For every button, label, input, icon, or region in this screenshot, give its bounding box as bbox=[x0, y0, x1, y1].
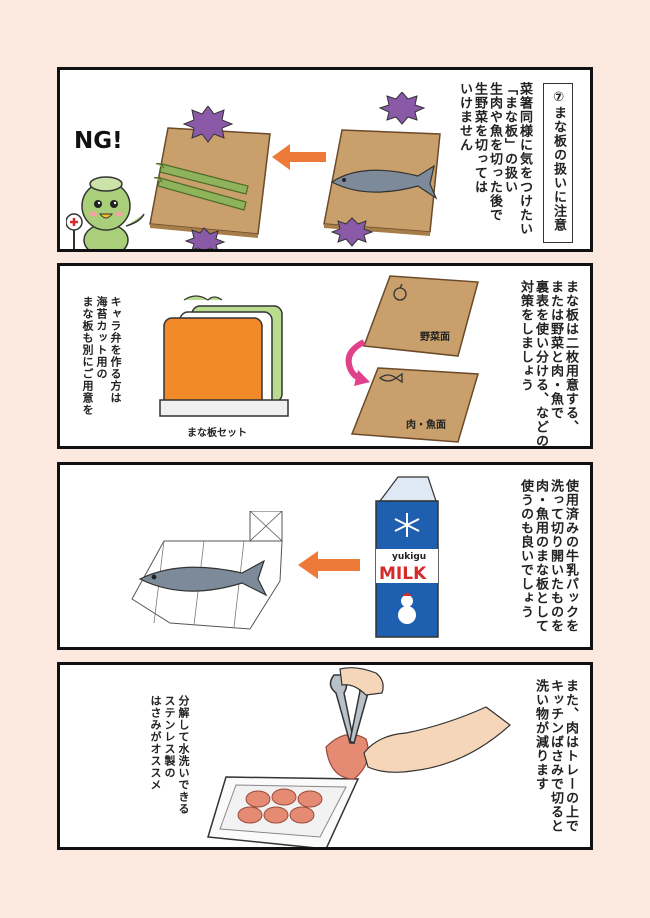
panel-milk-carton: 使用済みの牛乳パックを 洗って切り開いたものを 肉・魚用のまな板として 使うのも… bbox=[57, 462, 593, 650]
snowflake-icon bbox=[394, 513, 420, 537]
panel-two-boards: まな板は二枚用意する、 または野菜と肉・魚で 裏表を使い分ける、などの 対策をし… bbox=[57, 263, 593, 449]
kappa-mascot-illustration bbox=[66, 176, 145, 249]
apple-icon bbox=[393, 283, 407, 301]
board-with-asparagus bbox=[149, 106, 271, 249]
meat-fish-board bbox=[350, 367, 479, 443]
ng-label: NG! bbox=[74, 128, 123, 154]
milk-carton-illustration bbox=[375, 476, 439, 638]
tray-with-meat-illustration bbox=[207, 776, 360, 847]
fish-icon bbox=[378, 372, 403, 384]
panel3-body-text: 使用済みの牛乳パックを 洗って切り開いたものを 肉・魚用のまな板として 使うのも… bbox=[518, 479, 578, 633]
cutting-board-set-illustration bbox=[159, 295, 289, 417]
panel2-note: キャラ弁を作る方は 海苔カット用の まな板も別にご用意を bbox=[81, 296, 122, 416]
arrow-left-icon bbox=[298, 551, 360, 579]
arrow-left-icon bbox=[272, 144, 326, 170]
vegetable-board bbox=[362, 275, 479, 357]
carton-brand-text: yukigu bbox=[392, 552, 427, 562]
germ-icon bbox=[182, 106, 234, 249]
panel1-heading: ⑦まな板の扱いに注意 bbox=[551, 90, 566, 232]
flip-arrow-icon bbox=[345, 339, 370, 386]
panel4-body-text: また、肉はトレーの上で キッチンばさみで切ると 洗い物が減ります bbox=[533, 679, 578, 833]
milk-logo-text: MILK bbox=[379, 564, 427, 584]
scissors-cutting-meat-illustration bbox=[325, 667, 511, 780]
vegetable-side-label: 野菜面 bbox=[420, 332, 450, 343]
board-with-fish bbox=[323, 92, 441, 247]
panel-kitchen-scissors: また、肉はトレーの上で キッチンばさみで切ると 洗い物が減ります 分解して水洗い… bbox=[57, 662, 593, 850]
meat-fish-side-label: 肉・魚面 bbox=[406, 420, 446, 431]
panel4-note: 分解して水洗いできる ステンレス製の はさみがオススメ bbox=[149, 695, 190, 815]
panel2-body-text: まな板は二枚用意する、 または野菜と肉・魚で 裏表を使い分ける、などの 対策をし… bbox=[518, 280, 578, 448]
unfolded-carton-with-fish bbox=[131, 511, 283, 630]
heading-box: ⑦まな板の扱いに注意 bbox=[543, 83, 573, 243]
board-set-caption: まな板セット bbox=[187, 428, 247, 439]
panel-cutting-board-warning: ⑦まな板の扱いに注意 菜箸同様に気をつけたい 「まな板」の扱い 生肉や魚を切った… bbox=[57, 67, 593, 252]
panel1-body-text: 菜箸同様に気をつけたい 「まな板」の扱い 生肉や魚を切った後で 生野菜を切っては… bbox=[457, 82, 532, 236]
